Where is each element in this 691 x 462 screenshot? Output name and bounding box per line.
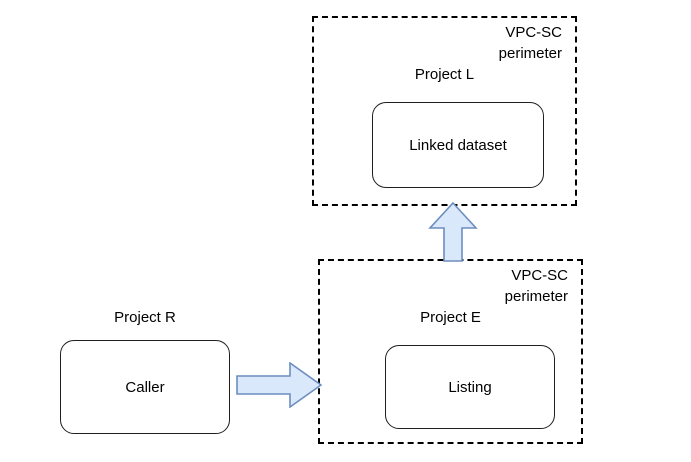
perimeter-label-project-l: VPC-SC perimeter xyxy=(498,24,562,62)
arrow-listing-to-linked-dataset-icon xyxy=(428,202,478,262)
vpc-sc-perimeter-project-l xyxy=(312,16,577,206)
project-label-l: Project L xyxy=(414,66,475,83)
perimeter-label-project-e: VPC-SC perimeter xyxy=(504,267,568,305)
node-listing-label: Listing xyxy=(448,378,492,396)
node-caller[interactable]: Caller xyxy=(60,340,230,434)
node-linked-dataset-label: Linked dataset xyxy=(409,136,507,154)
node-linked-dataset[interactable]: Linked dataset xyxy=(372,102,544,188)
project-label-r: Project R xyxy=(114,309,176,326)
arrow-caller-to-listing-icon xyxy=(236,362,322,408)
node-caller-label: Caller xyxy=(125,378,165,396)
project-label-e: Project E xyxy=(420,309,481,326)
node-listing[interactable]: Listing xyxy=(385,345,555,429)
